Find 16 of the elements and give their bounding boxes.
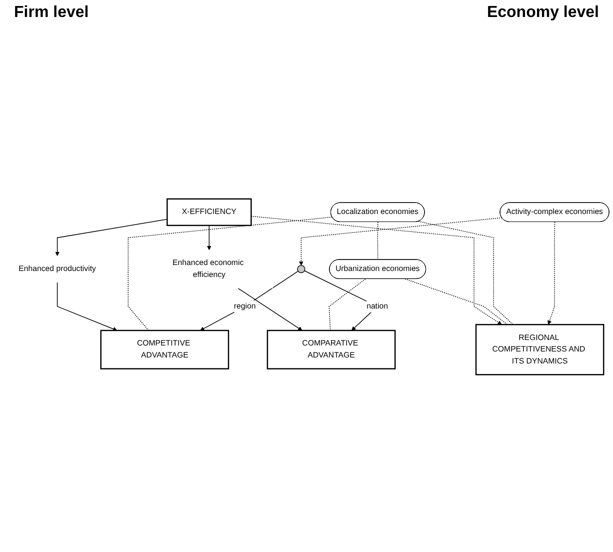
level-heading: Firm level <box>14 4 89 23</box>
arrow <box>250 216 502 325</box>
arrow <box>238 288 302 331</box>
connector <box>418 221 514 326</box>
level-heading: Economy level <box>486 4 599 23</box>
arrow <box>299 218 502 266</box>
connector <box>328 278 366 332</box>
node-circle <box>297 265 306 274</box>
arrow <box>56 282 118 332</box>
connector <box>377 222 378 260</box>
arrow <box>548 222 556 325</box>
connector <box>404 278 508 326</box>
connector <box>128 216 333 332</box>
arrow <box>207 225 212 250</box>
arrow <box>55 219 168 256</box>
arrow <box>200 270 298 331</box>
